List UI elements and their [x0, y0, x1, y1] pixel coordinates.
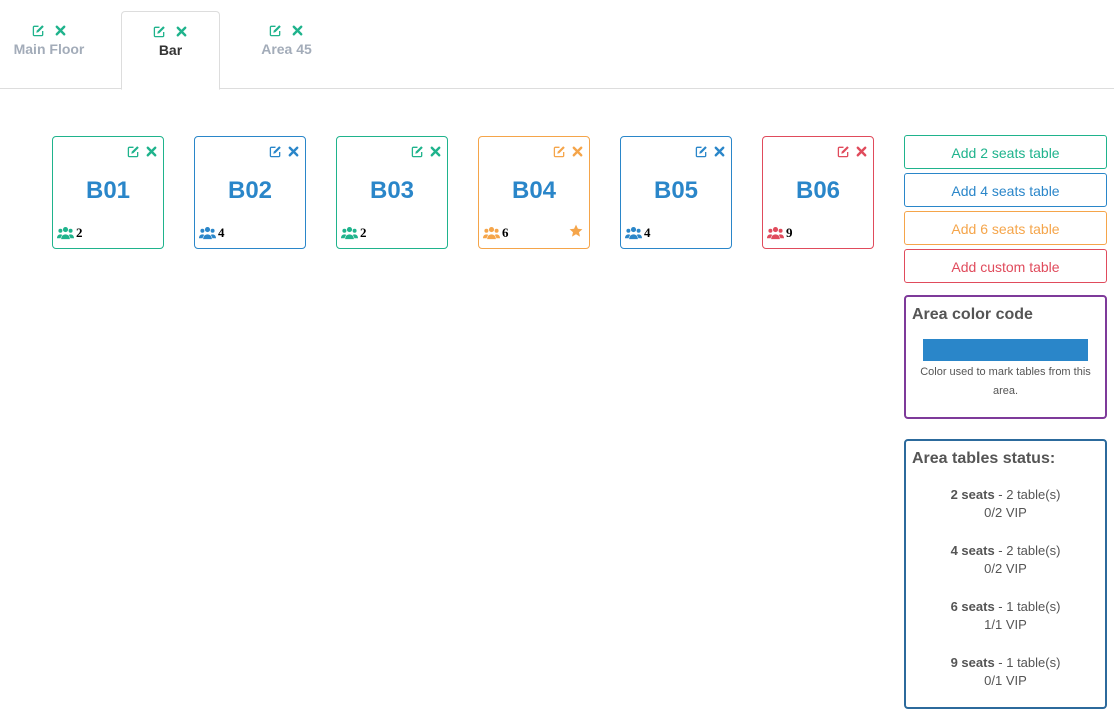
card-actions	[406, 145, 442, 159]
status-tables: - 1 table(s)	[994, 655, 1061, 670]
add-2-seats-table-button[interactable]: Add 2 seats table	[904, 135, 1107, 169]
area-color-panel: Area color code Color used to mark table…	[904, 295, 1107, 419]
table-card[interactable]: B06 9	[762, 136, 874, 249]
status-item: 6 seats - 1 table(s) 1/1 VIP	[906, 598, 1105, 654]
status-item: 9 seats - 1 table(s) 0/1 VIP	[906, 654, 1105, 710]
table-card[interactable]: B01 2	[52, 136, 164, 249]
users-icon	[625, 226, 642, 240]
edit-icon[interactable]	[127, 145, 140, 158]
table-name: B02	[227, 177, 273, 204]
card-actions	[832, 145, 868, 159]
seat-count-value: 9	[786, 225, 793, 240]
area-status-list: 2 seats - 2 table(s) 0/2 VIP 4 seats - 2…	[906, 486, 1105, 710]
edit-icon[interactable]	[553, 145, 566, 158]
edit-icon[interactable]	[695, 145, 708, 158]
tab-label[interactable]: Main Floor	[13, 41, 85, 57]
star-icon	[569, 224, 583, 238]
status-seats: 2 seats	[950, 487, 995, 502]
edit-icon[interactable]	[837, 145, 850, 158]
status-vip: 0/1 VIP	[984, 673, 1027, 688]
table-name: B04	[511, 177, 557, 204]
add-6-seats-table-button[interactable]: Add 6 seats table	[904, 211, 1107, 245]
card-actions	[690, 145, 726, 159]
seat-count: 9	[767, 225, 793, 241]
seat-count-value: 6	[502, 225, 509, 240]
status-vip: 0/2 VIP	[984, 561, 1027, 576]
users-icon	[483, 226, 500, 240]
edit-icon[interactable]	[269, 145, 282, 158]
area-status-panel: Area tables status: 2 seats - 2 table(s)…	[904, 439, 1107, 709]
seat-count-value: 2	[360, 225, 367, 240]
seat-count-value: 4	[644, 225, 651, 240]
card-actions	[548, 145, 584, 159]
status-seats: 6 seats	[950, 599, 995, 614]
tab-area-45[interactable]: Area 45	[237, 11, 336, 89]
add-4-seats-table-button[interactable]: Add 4 seats table	[904, 173, 1107, 207]
seat-count-value: 4	[218, 225, 225, 240]
status-item: 4 seats - 2 table(s) 0/2 VIP	[906, 542, 1105, 598]
table-name: B01	[85, 177, 131, 204]
close-icon[interactable]	[429, 145, 442, 158]
table-card[interactable]: B04 6	[478, 136, 590, 249]
close-icon[interactable]	[713, 145, 726, 158]
status-tables: - 2 table(s)	[994, 543, 1061, 558]
tab-actions	[0, 24, 98, 38]
users-icon	[341, 226, 358, 240]
seat-count: 2	[57, 225, 83, 241]
table-name: B06	[795, 177, 841, 204]
seat-count-value: 2	[76, 225, 83, 240]
seat-count: 4	[199, 225, 225, 241]
edit-icon[interactable]	[153, 25, 166, 38]
area-status-title: Area tables status:	[912, 450, 1056, 467]
tab-label[interactable]: Bar	[158, 42, 183, 58]
tab-main-floor[interactable]: Main Floor	[0, 11, 98, 89]
tab-bar[interactable]: Bar	[121, 11, 220, 90]
close-icon[interactable]	[175, 25, 188, 38]
seat-count: 4	[625, 225, 651, 241]
status-seats: 9 seats	[950, 655, 995, 670]
close-icon[interactable]	[287, 145, 300, 158]
add-custom-table-button[interactable]: Add custom table	[904, 249, 1107, 283]
users-icon	[57, 226, 74, 240]
edit-icon[interactable]	[32, 24, 45, 37]
table-card[interactable]: B02 4	[194, 136, 306, 249]
tab-actions	[237, 24, 336, 38]
status-item: 2 seats - 2 table(s) 0/2 VIP	[906, 486, 1105, 542]
area-color-help: Color used to mark tables from this area…	[920, 366, 1091, 397]
status-vip: 1/1 VIP	[984, 617, 1027, 632]
close-icon[interactable]	[855, 145, 868, 158]
users-icon	[767, 226, 784, 240]
status-tables: - 1 table(s)	[994, 599, 1061, 614]
seat-count: 6	[483, 225, 509, 241]
status-seats: 4 seats	[950, 543, 995, 558]
area-color-title: Area color code	[912, 306, 1033, 323]
table-name: B05	[653, 177, 699, 204]
card-actions	[264, 145, 300, 159]
tab-actions	[122, 25, 219, 39]
close-icon[interactable]	[54, 24, 67, 37]
table-name: B03	[369, 177, 415, 204]
area-color-swatch[interactable]	[923, 339, 1088, 361]
close-icon[interactable]	[145, 145, 158, 158]
edit-icon[interactable]	[269, 24, 282, 37]
status-tables: - 2 table(s)	[994, 487, 1061, 502]
table-card[interactable]: B05 4	[620, 136, 732, 249]
close-icon[interactable]	[291, 24, 304, 37]
seat-count: 2	[341, 225, 367, 241]
status-vip: 0/2 VIP	[984, 505, 1027, 520]
users-icon	[199, 226, 216, 240]
close-icon[interactable]	[571, 145, 584, 158]
card-actions	[122, 145, 158, 159]
table-card[interactable]: B03 2	[336, 136, 448, 249]
edit-icon[interactable]	[411, 145, 424, 158]
tab-label[interactable]: Area 45	[261, 41, 312, 57]
area-tab-bar: Main Floor Bar Area 45	[0, 0, 1114, 90]
